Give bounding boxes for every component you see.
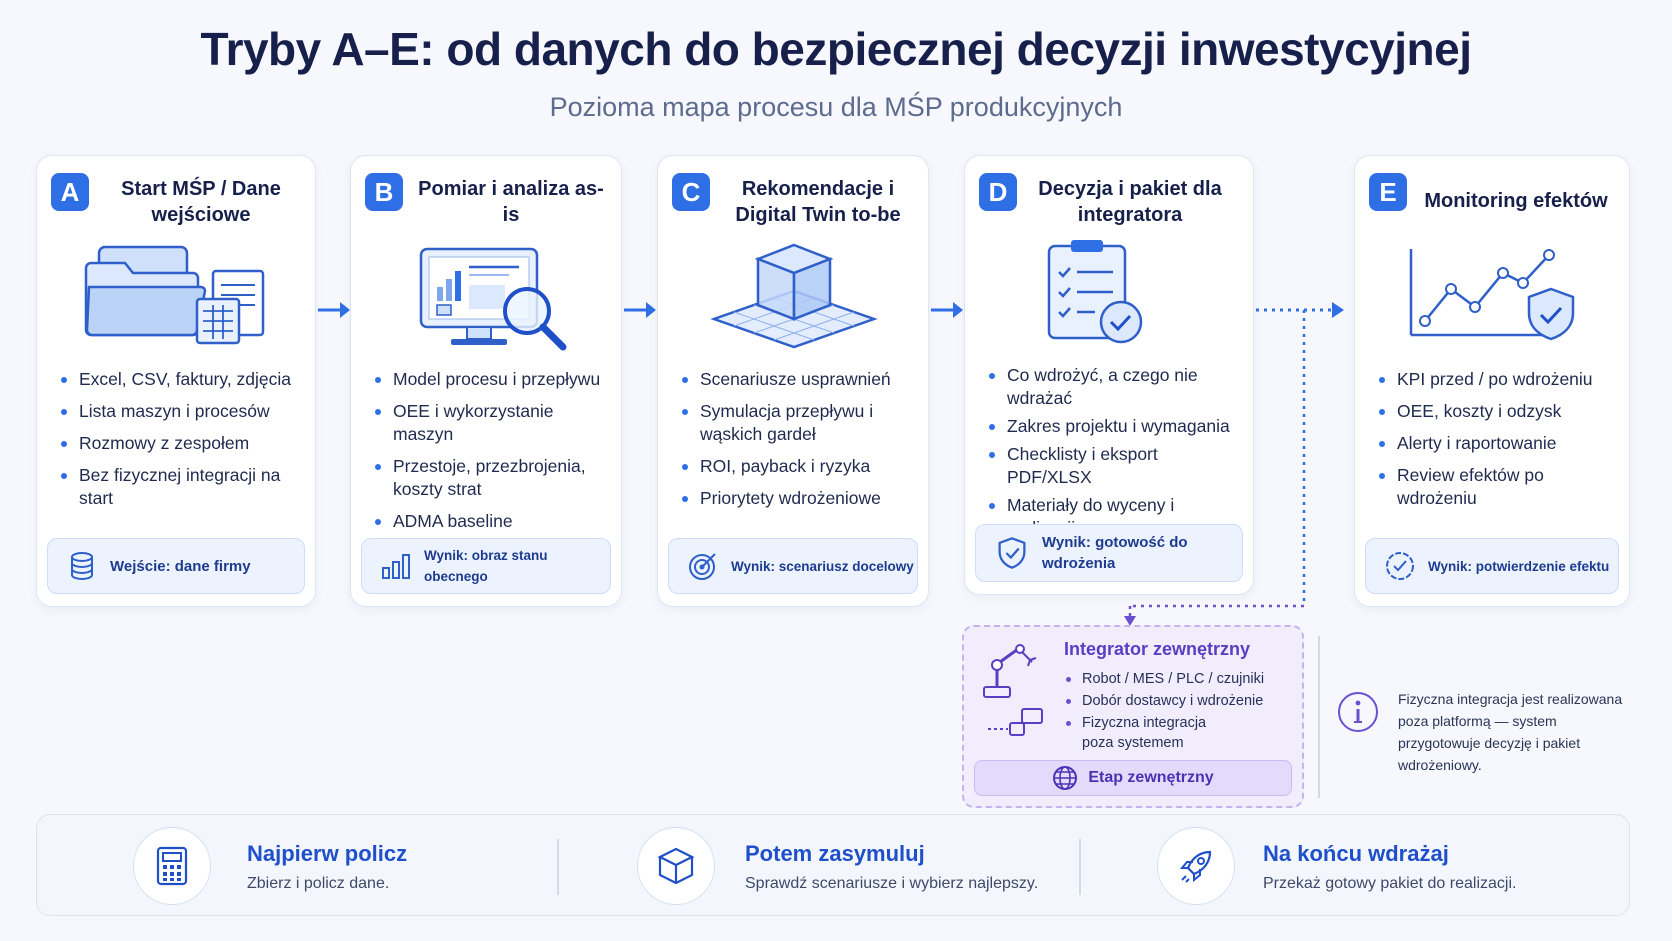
card-b-bullets: Model procesu i przepływu OEE i wykorzys… bbox=[371, 368, 611, 542]
arrow-b-c bbox=[624, 302, 656, 318]
divider bbox=[1318, 636, 1320, 798]
card-b: B Pomiar i analiza as-is Model procesu i… bbox=[350, 155, 622, 607]
card-e: E Monitoring efektów KPI przed / po wdro… bbox=[1354, 155, 1630, 607]
list-item: OEE i wykorzystanie maszyn bbox=[371, 400, 611, 446]
target-icon bbox=[689, 553, 716, 580]
card-b-badge: B bbox=[365, 173, 403, 211]
checklist-clipboard-icon bbox=[965, 240, 1253, 370]
card-a-result-text: Wejście: dane firmy bbox=[110, 557, 251, 575]
footer-title-deploy: Na końcu wdrażaj bbox=[1263, 841, 1449, 866]
line-chart-shield-icon bbox=[1355, 241, 1629, 371]
list-item: Fizyczna integracja poza systemem bbox=[1064, 713, 1214, 753]
list-item: Robot / MES / PLC / czujniki bbox=[1064, 669, 1264, 689]
dotted-connector bbox=[1256, 302, 1344, 606]
page-title: Tryby A–E: od danych do bezpiecznej decy… bbox=[200, 23, 1472, 75]
card-d-bullets: Co wdrożyć, a czego nie wdrażać Zakres p… bbox=[985, 364, 1243, 545]
card-c-result-text: Wynik: scenariusz docelowy bbox=[731, 558, 914, 574]
dotted-connector-down bbox=[1124, 604, 1304, 626]
list-item: Review efektów po wdrożeniu bbox=[1375, 464, 1619, 510]
footer-subtitle-calculate: Zbierz i policz dane. bbox=[247, 875, 390, 892]
card-d-result: Wynik: gotowość do wdrożenia bbox=[975, 524, 1243, 582]
card-b-result: Wynik: obraz stanu obecnego bbox=[361, 538, 611, 594]
list-item: Checklisty i eksport PDF/XLSX bbox=[985, 443, 1243, 489]
list-item: Bez fizycznej integracji na start bbox=[57, 464, 305, 510]
list-item: Symulacja przepływu i wąskich gardeł bbox=[678, 400, 918, 446]
card-b-title: Pomiar i analiza as-is bbox=[418, 178, 604, 226]
integrator-box: Integrator zewnętrzny Robot / MES / PLC … bbox=[962, 625, 1304, 808]
footer-item-deploy: Na końcu wdrażaj Przekaż gotowy pakiet d… bbox=[1157, 815, 1597, 915]
digital-twin-cube-icon bbox=[658, 241, 928, 371]
list-item: Lista maszyn i procesów bbox=[57, 400, 305, 423]
folder-documents-icon bbox=[37, 241, 315, 371]
list-item: KPI przed / po wdrożeniu bbox=[1375, 368, 1619, 391]
card-e-title: Monitoring efektów bbox=[1424, 190, 1608, 212]
info-icon bbox=[1338, 692, 1378, 732]
calculator-icon bbox=[133, 827, 211, 905]
list-item: Przestoje, przezbrojenia, koszty strat bbox=[371, 455, 611, 501]
shield-check-icon bbox=[998, 537, 1026, 569]
card-e-result-text: Wynik: potwierdzenie efektu bbox=[1428, 558, 1610, 574]
card-b-result-text: Wynik: obraz stanu obecnego bbox=[424, 548, 548, 584]
external-stage-badge: Etap zewnętrzny bbox=[974, 760, 1292, 796]
card-e-bullets: KPI przed / po wdrożeniu OEE, koszty i o… bbox=[1375, 368, 1619, 519]
integrator-bullets: Robot / MES / PLC / czujniki Dobór dosta… bbox=[1064, 669, 1264, 755]
card-a-bullets: Excel, CSV, faktury, zdjęcia Lista maszy… bbox=[57, 368, 305, 519]
globe-icon bbox=[1053, 766, 1078, 790]
arrow-c-d bbox=[931, 302, 963, 318]
list-item: Rozmowy z zespołem bbox=[57, 432, 305, 455]
info-note: Fizyczna integracja jest realizowana poz… bbox=[1398, 691, 1623, 773]
footer-principles: Najpierw policz Zbierz i policz dane. Po… bbox=[36, 814, 1630, 916]
cube-icon bbox=[637, 827, 715, 905]
card-c-bullets: Scenariusze usprawnień Symulacja przepły… bbox=[678, 368, 918, 519]
external-stage-label: Etap zewnętrzny bbox=[1088, 769, 1214, 786]
integrator-title: Integrator zewnętrzny bbox=[1064, 639, 1251, 659]
divider bbox=[557, 839, 559, 895]
list-item: Excel, CSV, faktury, zdjęcia bbox=[57, 368, 305, 391]
card-d-title: Decyzja i pakiet dla integratora bbox=[1038, 178, 1222, 226]
card-d: D Decyzja i pakiet dla integratora Co wd… bbox=[964, 155, 1254, 595]
footer-subtitle-simulate: Sprawdź scenariusze i wybierz najlepszy. bbox=[745, 875, 1039, 892]
list-item: Zakres projektu i wymagania bbox=[985, 415, 1243, 438]
card-a: A Start MŚP / Dane wejściowe Excel, CSV,… bbox=[36, 155, 316, 607]
list-item: Dobór dostawcy i wdrożenie bbox=[1064, 691, 1264, 711]
list-item: ADMA baseline bbox=[371, 510, 611, 533]
rocket-icon bbox=[1157, 827, 1235, 905]
card-d-badge: D bbox=[979, 173, 1017, 211]
list-item: Alerty i raportowanie bbox=[1375, 432, 1619, 455]
footer-item-simulate: Potem zasymuluj Sprawdź scenariusze i wy… bbox=[637, 815, 1097, 915]
footer-subtitle-deploy: Przekaż gotowy pakiet do realizacji. bbox=[1263, 875, 1517, 892]
card-a-badge: A bbox=[51, 173, 89, 211]
page-subtitle: Pozioma mapa procesu dla MŚP produkcyjny… bbox=[549, 92, 1123, 122]
card-e-result: Wynik: potwierdzenie efektu bbox=[1365, 538, 1619, 594]
list-item: Model procesu i przepływu bbox=[371, 368, 611, 391]
footer-title-calculate: Najpierw policz bbox=[247, 841, 408, 866]
card-c-badge: C bbox=[672, 173, 710, 211]
arrow-a-b bbox=[318, 302, 350, 318]
card-c-result: Wynik: scenariusz docelowy bbox=[668, 538, 918, 594]
list-item: Co wdrożyć, a czego nie wdrażać bbox=[985, 364, 1243, 410]
bar-chart-icon bbox=[382, 554, 410, 579]
footer-title-simulate: Potem zasymuluj bbox=[745, 841, 925, 866]
card-c-title: Rekomendacje i Digital Twin to-be bbox=[735, 178, 901, 226]
robot-arm-icon bbox=[983, 644, 1043, 736]
card-a-title: Start MŚP / Dane wejściowe bbox=[121, 178, 281, 226]
card-c: C Rekomendacje i Digital Twin to-be Scen… bbox=[657, 155, 929, 607]
list-item: OEE, koszty i odzysk bbox=[1375, 400, 1619, 423]
list-item: ROI, payback i ryzyka bbox=[678, 455, 918, 478]
divider bbox=[1079, 839, 1081, 895]
card-e-badge: E bbox=[1369, 173, 1407, 211]
card-d-result-text: Wynik: gotowość do wdrożenia bbox=[1042, 534, 1188, 572]
footer-item-calculate: Najpierw policz Zbierz i policz dane. bbox=[133, 815, 553, 915]
badge-check-icon bbox=[1386, 552, 1414, 580]
list-item: Priorytety wdrożeniowe bbox=[678, 487, 918, 510]
monitor-magnifier-icon bbox=[351, 241, 621, 371]
database-icon bbox=[71, 552, 93, 581]
list-item: Scenariusze usprawnień bbox=[678, 368, 918, 391]
card-a-result: Wejście: dane firmy bbox=[47, 538, 305, 594]
